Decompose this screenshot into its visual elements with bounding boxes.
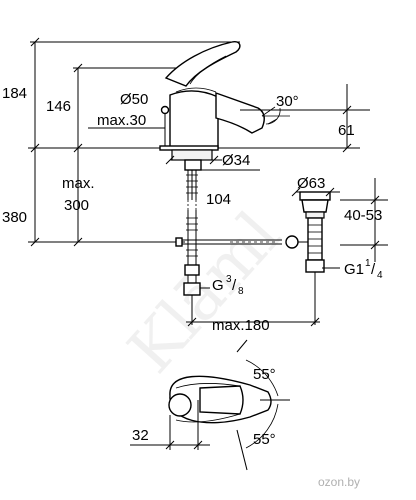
waste-range-label: 40-53 (344, 207, 382, 224)
thread-g38-denominator: 8 (238, 286, 244, 297)
right-dimension-lines (165, 84, 388, 327)
thread-g114-base: G1 (344, 261, 364, 278)
thread-g38-slash: / (232, 277, 237, 294)
height-total-label: 184 (2, 85, 27, 102)
max-30-label: max.30 (97, 112, 146, 129)
lever-32-label: 32 (132, 427, 149, 444)
angle-55-lower-label: 55° (253, 431, 276, 448)
angle-55-upper-label: 55° (253, 366, 276, 383)
max-180-label: max.180 (212, 317, 270, 334)
thread-g38-numerator: 3 (226, 274, 232, 285)
hole-diameter-label: Ø34 (222, 152, 250, 169)
height-below-label: 380 (2, 209, 27, 226)
watermark-text: Klāml (114, 199, 295, 388)
thread-g38-base: G (212, 277, 224, 294)
site-label[interactable]: ozon.by (318, 475, 360, 489)
thread-g114-numerator: 1 (365, 258, 371, 269)
top-view (130, 339, 290, 471)
thread-g114-label: G1 1 / 4 (344, 258, 383, 281)
deck-max-value: 300 (64, 197, 89, 214)
deck-max-label: max. (62, 175, 95, 192)
waste-diameter-label: Ø63 (297, 175, 325, 192)
thread-g38-label: G 3 / 8 (212, 274, 244, 297)
waste-drain (285, 191, 331, 320)
reach-104-label: 104 (206, 191, 231, 208)
spout-height-61-label: 61 (338, 122, 355, 139)
height-spout-label: 146 (46, 98, 71, 115)
thread-g114-slash: / (371, 261, 376, 278)
spout-diameter-label: Ø50 (120, 91, 148, 108)
faucet-body (159, 40, 290, 151)
angle-30-label: 30° (276, 93, 299, 110)
thread-g114-denominator: 4 (377, 270, 383, 281)
